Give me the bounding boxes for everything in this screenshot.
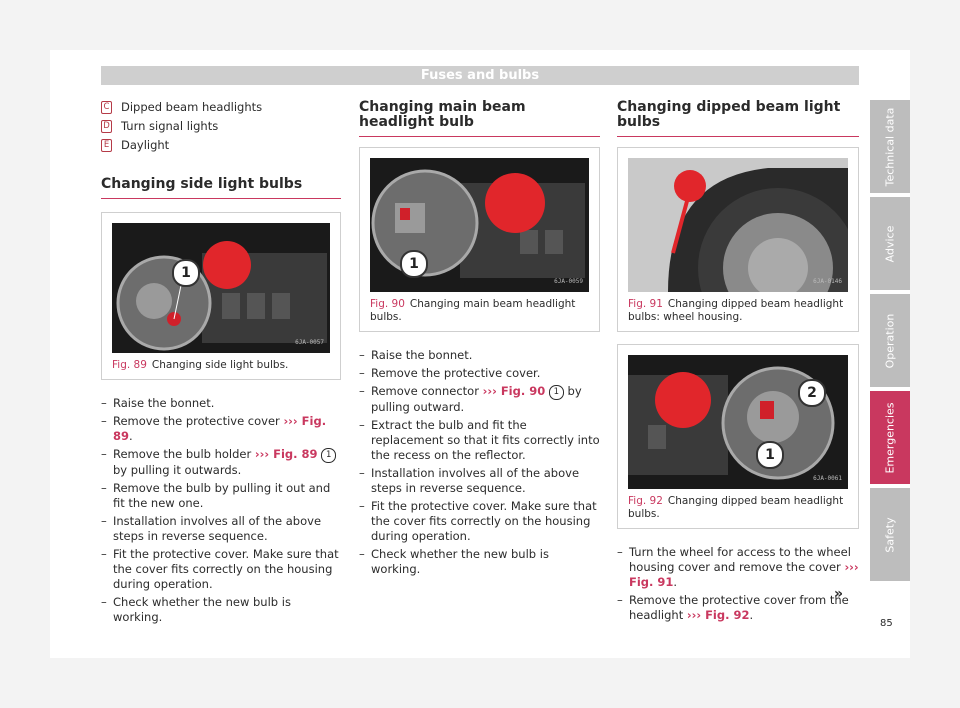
callout-1: 1 (172, 259, 200, 287)
step-item: Fit the protective cover. Make sure that… (101, 547, 341, 592)
legend-item-c: C Dipped beam headlights (101, 100, 341, 119)
legend-letter: E (101, 139, 112, 152)
legend-letter: D (101, 120, 112, 133)
figure-number: Fig. 92 (628, 495, 663, 507)
column-left: C Dipped beam headlights D Turn signal l… (101, 100, 341, 628)
figure-code: 6JA-0061 (813, 475, 842, 482)
step-item: Installation involves all of the above s… (359, 466, 600, 496)
step-item: Remove the bulb by pulling it out and fi… (101, 481, 341, 511)
figure-92-image: 2 1 6JA-0061 (628, 355, 848, 489)
figure-number: Fig. 89 (112, 359, 147, 371)
figure-89: 1 6JA-0057 Fig. 89 Changing side light bu… (101, 212, 341, 380)
step-item: Check whether the new bulb is working. (359, 547, 600, 577)
figure-code: 6JA-0057 (295, 339, 324, 346)
column-middle: Changing main beam headlight bulb 1 6JA-… (359, 100, 600, 580)
step-item: Remove the protective cover from the hea… (617, 593, 859, 623)
callout-badge: 1 (548, 385, 564, 400)
figure-number: Fig. 91 (628, 298, 663, 310)
figure-link[interactable]: ››› Fig. 91 (629, 560, 859, 589)
page-header: Fuses and bulbs (101, 66, 859, 85)
page-number: 85 (880, 618, 893, 629)
headlight-illustration (112, 223, 330, 353)
legend-text: Dipped beam headlights (121, 100, 263, 114)
callout-1: 1 (756, 441, 784, 469)
step-item: Remove the protective cover. (359, 366, 600, 381)
figure-code: 6JA-0146 (813, 278, 842, 285)
legend-item-e: E Daylight (101, 138, 341, 157)
figure-link[interactable]: ››› Fig. 89 (254, 447, 318, 461)
step-list-side-light: Raise the bonnet. Remove the protective … (101, 396, 341, 625)
legend-list: C Dipped beam headlights D Turn signal l… (101, 100, 341, 157)
legend-text: Turn signal lights (121, 119, 219, 133)
figure-link[interactable]: ››› Fig. 92 (686, 608, 750, 622)
tab-technical-data[interactable]: Technical data (870, 100, 910, 193)
tab-emergencies[interactable]: Emergencies (870, 391, 910, 484)
step-item: Extract the bulb and fit the replacement… (359, 418, 600, 463)
caption-text: Changing side light bulbs. (151, 359, 289, 371)
callout-badge: 1 (321, 448, 337, 463)
step-item: Remove the bulb holder ››› Fig. 89 1 by … (101, 447, 341, 478)
section-title-main-beam: Changing main beam headlight bulb (359, 100, 600, 137)
figure-code: 6JA-0059 (554, 278, 583, 285)
legend-item-d: D Turn signal lights (101, 119, 341, 138)
wheel-housing-illustration (628, 158, 848, 292)
figure-89-image: 1 6JA-0057 (112, 223, 330, 353)
figure-89-caption: Fig. 89 Changing side light bulbs. (102, 353, 340, 379)
section-title-dipped-beam: Changing dipped beam light bulbs (617, 100, 859, 137)
step-item: Installation involves all of the above s… (101, 514, 341, 544)
step-item: Turn the wheel for access to the wheel h… (617, 545, 859, 590)
headlight-illustration (370, 158, 589, 292)
legend-letter: C (101, 101, 112, 114)
step-list-dipped-beam: Turn the wheel for access to the wheel h… (617, 545, 859, 623)
caption-text: Changing dipped beam headlight bulbs: wh… (628, 298, 844, 323)
tab-safety[interactable]: Safety (870, 488, 910, 581)
tab-advice[interactable]: Advice (870, 197, 910, 290)
column-right: Changing dipped beam light bulbs 6JA-014… (617, 100, 859, 626)
step-list-main-beam: Raise the bonnet. Remove the protective … (359, 348, 600, 577)
continued-marker: » (834, 586, 844, 602)
headlight-illustration (628, 355, 848, 489)
figure-link[interactable]: ››› Fig. 89 (113, 414, 327, 443)
callout-2: 2 (798, 379, 826, 407)
step-item: Remove the protective cover ››› Fig. 89. (101, 414, 341, 444)
figure-91-image: 6JA-0146 (628, 158, 848, 292)
figure-90-image: 1 6JA-0059 (370, 158, 589, 292)
figure-number: Fig. 90 (370, 298, 405, 310)
callout-1: 1 (400, 250, 428, 278)
caption-text: Changing main beam headlight bulbs. (370, 298, 576, 323)
step-item: Raise the bonnet. (101, 396, 341, 411)
caption-text: Changing dipped beam headlight bulbs. (628, 495, 844, 520)
section-title-side-light: Changing side light bulbs (101, 177, 341, 199)
figure-link[interactable]: ››› Fig. 90 (482, 384, 546, 398)
step-item: Remove connector ››› Fig. 90 1 by pullin… (359, 384, 600, 415)
step-item: Fit the protective cover. Make sure that… (359, 499, 600, 544)
step-item: Raise the bonnet. (359, 348, 600, 363)
step-item: Check whether the new bulb is working. (101, 595, 341, 625)
tab-operation[interactable]: Operation (870, 294, 910, 387)
legend-text: Daylight (121, 138, 170, 152)
